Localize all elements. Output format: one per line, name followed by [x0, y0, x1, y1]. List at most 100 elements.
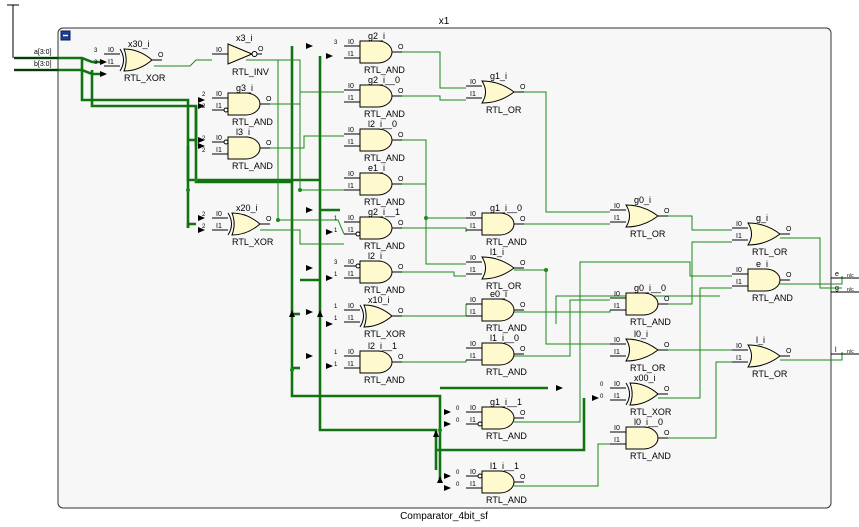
gate-body[interactable] [747, 268, 781, 292]
bus-ripper-arrow [444, 409, 451, 415]
bus-ripper-arrow [444, 485, 451, 491]
gate-type-label: RTL_AND [630, 451, 671, 461]
gate-instance-label: e0_i [490, 289, 507, 299]
wire-junction [438, 428, 442, 432]
gate-body[interactable] [625, 204, 659, 228]
inverter-bubble [251, 51, 258, 57]
input-bubble [355, 231, 361, 237]
gate-type-label: RTL_AND [630, 317, 671, 327]
signal-wire [658, 361, 732, 439]
gate-pin-label: I0 [348, 127, 354, 134]
gate-body[interactable] [481, 80, 515, 104]
gate-body[interactable] [359, 172, 393, 196]
signal-wire [277, 60, 345, 235]
gate-body[interactable] [481, 470, 515, 494]
gate-body[interactable] [123, 48, 153, 72]
gate-type-label: RTL_OR [486, 281, 522, 291]
gate-body[interactable] [359, 84, 393, 108]
gate-body[interactable] [359, 128, 393, 152]
gate-instance-label: g1_i [490, 71, 507, 81]
gate-pin-label: I1 [614, 393, 620, 400]
gate-body[interactable] [359, 40, 393, 64]
gate-body[interactable] [481, 406, 515, 430]
bus-ripper-arrow [556, 385, 563, 391]
gate-body[interactable] [625, 292, 659, 316]
pin-bit-label: 2 [202, 148, 206, 154]
gate-type-label: RTL_AND [232, 161, 273, 171]
gate-pin-label: I1 [108, 59, 114, 66]
gate-pin-label: I0 [348, 171, 354, 178]
input-port-a[interactable]: a[3:0] [14, 49, 58, 59]
signal-wire [246, 59, 344, 191]
gate-body[interactable] [747, 222, 781, 246]
gate-body[interactable] [629, 382, 659, 406]
gate-pin-label: I1 [348, 51, 354, 58]
gate-body[interactable] [481, 256, 515, 280]
gate-body[interactable] [231, 212, 261, 236]
bus-ripper-arrow [306, 207, 313, 213]
gate-instance-label: l1_i__0 [490, 333, 519, 343]
gate-body[interactable] [481, 342, 515, 366]
gate-body[interactable] [359, 216, 393, 240]
gate-body[interactable] [359, 260, 393, 284]
gate-instance-label: e_i [756, 259, 768, 269]
gate-body[interactable] [227, 136, 261, 160]
gate-pin-label: I1 [348, 271, 354, 278]
gate-output-label: O [158, 52, 164, 59]
gate-body[interactable] [481, 298, 515, 322]
signal-wire [392, 271, 466, 277]
gate-body[interactable] [625, 338, 659, 362]
input-port-b[interactable]: b[3:0] [14, 61, 58, 71]
collapse-button[interactable] [60, 30, 71, 41]
signal-wire [658, 215, 732, 231]
gate-body[interactable] [227, 92, 261, 116]
gate-body[interactable] [747, 344, 781, 368]
gate-body[interactable] [363, 304, 393, 328]
gate-output-label: O [520, 410, 526, 417]
signal-wire [780, 276, 843, 285]
gate-pin-label: I0 [614, 337, 620, 344]
signal-wire [514, 299, 610, 357]
gate-body[interactable] [481, 212, 515, 236]
gate-body[interactable] [359, 350, 393, 374]
bus-a-main [186, 146, 320, 182]
gate-body[interactable] [625, 426, 659, 450]
gate-instance-label: l1_i__1 [490, 461, 519, 471]
gate-pin-label: I1 [216, 223, 222, 230]
gate-type-label: RTL_AND [486, 237, 527, 247]
gate-pin-label: I1 [348, 95, 354, 102]
